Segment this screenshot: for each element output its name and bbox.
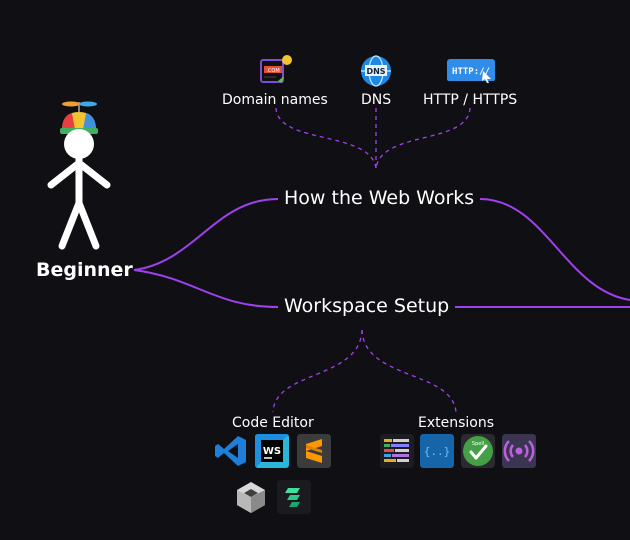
svg-text:WS: WS xyxy=(263,446,281,457)
web-item-http-https[interactable]: HTTP / HTTPS xyxy=(423,92,518,108)
bracket-extension-icon: {..} xyxy=(420,434,454,468)
sublime-text-icon xyxy=(297,434,331,468)
connector-beginner-web xyxy=(133,198,279,271)
svg-text:DNS: DNS xyxy=(366,67,385,76)
web-item-domain-names[interactable]: Domain names xyxy=(222,92,328,108)
domain-icon: .COM xyxy=(260,55,292,83)
dashed-domain xyxy=(275,107,377,169)
setup-group-code-editor[interactable]: Code Editor xyxy=(232,415,314,431)
root-node-beginner[interactable]: Beginner xyxy=(36,259,133,281)
setup-group-extensions[interactable]: Extensions xyxy=(418,415,495,431)
dashed-setup-editor xyxy=(272,329,363,413)
topic-workspace-setup[interactable]: Workspace Setup xyxy=(278,295,456,317)
connector-beginner-setup xyxy=(133,269,279,308)
vscode-icon xyxy=(215,436,246,466)
dns-globe-icon: DNS xyxy=(361,55,391,87)
svg-text:Spell: Spell xyxy=(472,441,484,447)
dashed-http xyxy=(375,107,471,169)
live-server-icon xyxy=(502,434,536,468)
fleet-icon xyxy=(277,480,311,514)
spell-check-icon: Spell xyxy=(461,434,495,468)
svg-text:HTTP://: HTTP:// xyxy=(452,67,490,77)
topic-how-the-web-works[interactable]: How the Web Works xyxy=(278,187,481,209)
webstorm-icon: WS xyxy=(255,434,289,468)
indent-rainbow-icon xyxy=(380,434,414,468)
svg-text:.COM: .COM xyxy=(266,68,279,74)
cube-editor-icon xyxy=(237,482,265,513)
http-icon: HTTP:// xyxy=(447,59,495,83)
svg-text:{..}: {..} xyxy=(424,445,451,458)
beginner-stick-figure xyxy=(47,101,111,250)
web-item-dns[interactable]: DNS xyxy=(361,92,392,108)
dashed-setup-extensions xyxy=(361,329,457,413)
connector-web-right xyxy=(479,198,630,301)
